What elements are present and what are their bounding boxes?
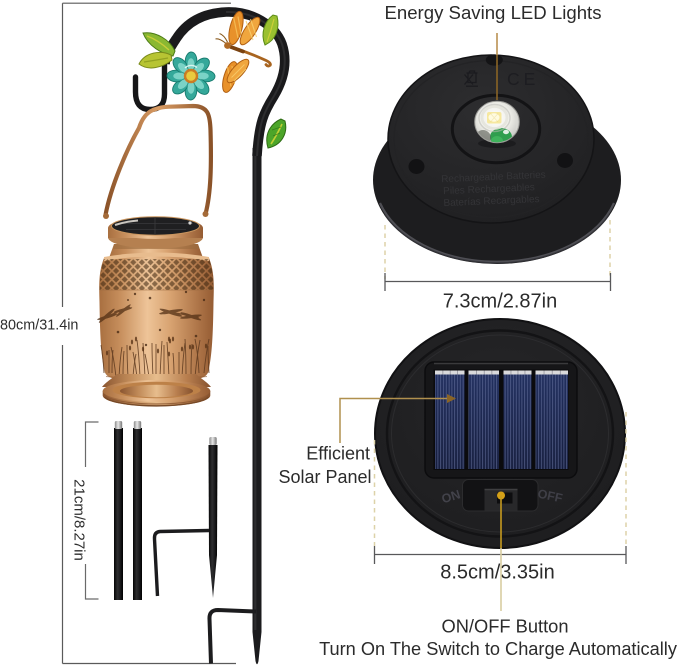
svg-text:Piles Rechargeables: Piles Rechargeables [443, 182, 535, 197]
svg-text:21cm/8.27in: 21cm/8.27in [71, 479, 88, 561]
svg-text:Baterías Recargables: Baterías Recargables [443, 194, 540, 209]
svg-text:80cm/31.4in: 80cm/31.4in [0, 318, 78, 334]
svg-text:7.3cm/2.87in: 7.3cm/2.87in [443, 291, 558, 313]
svg-text:OFF: OFF [536, 487, 564, 506]
svg-text:Energy Saving LED Lights: Energy Saving LED Lights [384, 2, 601, 23]
svg-text:ON: ON [440, 487, 462, 506]
svg-text:Turn On The Switch to Charge A: Turn On The Switch to Charge Automatical… [319, 639, 678, 659]
svg-text:Efficient: Efficient [306, 444, 370, 464]
svg-text:8.5cm/3.35in: 8.5cm/3.35in [440, 562, 555, 584]
svg-text:Rechargeable Batteries: Rechargeable Batteries [441, 170, 546, 186]
svg-text:CE: CE [507, 69, 539, 89]
svg-text:Solar Panel: Solar Panel [278, 467, 371, 487]
svg-text:ON/OFF Button: ON/OFF Button [442, 616, 569, 637]
